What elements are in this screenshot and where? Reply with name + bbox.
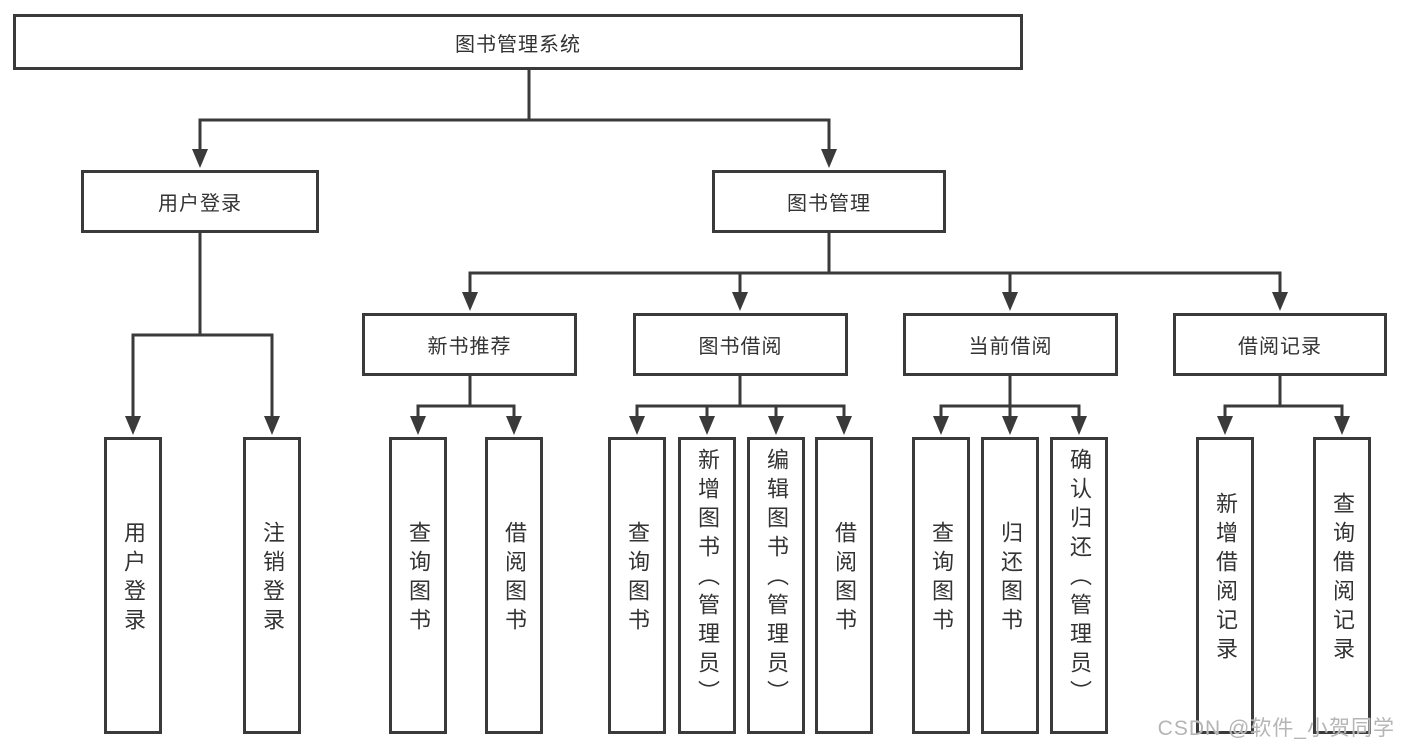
leaf-user-login: 用户登录 [104,437,162,734]
leaf-logout-label: 注销登录 [260,520,285,637]
leaf-edit-book-admin-label: 编辑图书（管理员） [764,448,789,709]
leaf-query-books-2-label: 查询图书 [625,520,650,637]
node-new-book-recommend: 新书推荐 [362,313,577,376]
leaf-add-book-admin: 新增图书（管理员） [678,437,736,734]
node-root-system: 图书管理系统 [13,14,1023,70]
connector-newbooks-to-leaves [410,374,522,435]
leaf-borrow-books-1: 借阅图书 [485,437,543,734]
node-book-management-module-label: 图书管理 [787,193,871,215]
leaf-logout: 注销登录 [243,437,301,734]
leaf-return-books-label: 归还图书 [998,520,1023,637]
node-current-borrowing: 当前借阅 [903,313,1118,376]
leaf-confirm-return-admin: 确认归还（管理员） [1050,437,1108,734]
node-user-login-module-label: 用户登录 [158,193,242,215]
leaf-borrow-books-2: 借阅图书 [815,437,873,734]
leaf-borrow-books-1-label: 借阅图书 [502,520,527,637]
leaf-query-books-1-label: 查询图书 [406,520,431,637]
leaf-query-books-3: 查询图书 [912,437,970,734]
leaf-query-books-1: 查询图书 [389,437,447,734]
leaf-query-borrow-record-label: 查询借阅记录 [1330,491,1355,666]
node-current-borrowing-label: 当前借阅 [968,336,1053,358]
leaf-add-borrow-record-label: 新增借阅记录 [1213,491,1238,666]
connector-bookmgmt-to-level2 [462,231,1288,311]
connector-borrowing-to-leaves [629,374,852,435]
node-borrowing-records: 借阅记录 [1173,313,1387,376]
node-root-system-label: 图书管理系统 [455,33,581,56]
leaf-borrow-books-2-label: 借阅图书 [832,520,857,637]
csdn-watermark: CSDN @软件_小贺同学 [1157,717,1395,740]
node-book-borrowing: 图书借阅 [633,313,848,376]
connector-userlogin-to-leaves [125,231,280,435]
leaf-add-book-admin-label: 新增图书（管理员） [695,448,720,709]
leaf-user-login-label: 用户登录 [121,520,146,637]
node-borrowing-records-label: 借阅记录 [1238,336,1322,358]
connector-root-to-level1 [192,68,837,168]
leaf-query-books-2: 查询图书 [608,437,666,734]
node-book-management-module: 图书管理 [712,170,946,233]
connector-current-to-leaves [933,374,1087,435]
leaf-query-borrow-record: 查询借阅记录 [1313,437,1371,734]
leaf-confirm-return-admin-label: 确认归还（管理员） [1067,448,1092,709]
leaf-return-books: 归还图书 [981,437,1039,734]
node-user-login-module: 用户登录 [81,170,319,233]
node-book-borrowing-label: 图书借阅 [698,336,783,358]
connector-records-to-leaves [1217,374,1350,435]
leaf-query-books-3-label: 查询图书 [929,520,954,637]
leaf-edit-book-admin: 编辑图书（管理员） [747,437,805,734]
node-new-book-recommend-label: 新书推荐 [427,336,512,358]
leaf-add-borrow-record: 新增借阅记录 [1196,437,1254,734]
